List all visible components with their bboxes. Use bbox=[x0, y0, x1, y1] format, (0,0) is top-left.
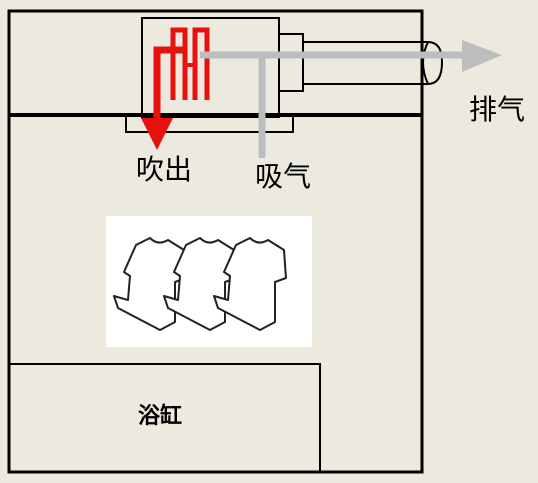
intake-label: 吸气 bbox=[255, 160, 312, 193]
blow-out-label: 吹出 bbox=[136, 153, 193, 186]
airflow-arrow bbox=[200, 40, 502, 158]
hanging-shirts-icon bbox=[113, 237, 287, 331]
exhaust-label: 排气 bbox=[469, 93, 526, 126]
heater-fins-icon bbox=[170, 27, 210, 100]
blow-out-arrow bbox=[141, 46, 183, 150]
bathtub-outline bbox=[8, 363, 321, 473]
exhaust-duct bbox=[303, 41, 444, 85]
dryer-unit-body bbox=[141, 17, 280, 118]
bathtub-label: 浴缸 bbox=[138, 404, 183, 429]
dryer-grille bbox=[125, 115, 294, 133]
duct-connector bbox=[278, 33, 304, 92]
clothes-panel bbox=[106, 216, 312, 347]
exhaust-duct-rim bbox=[422, 41, 429, 85]
